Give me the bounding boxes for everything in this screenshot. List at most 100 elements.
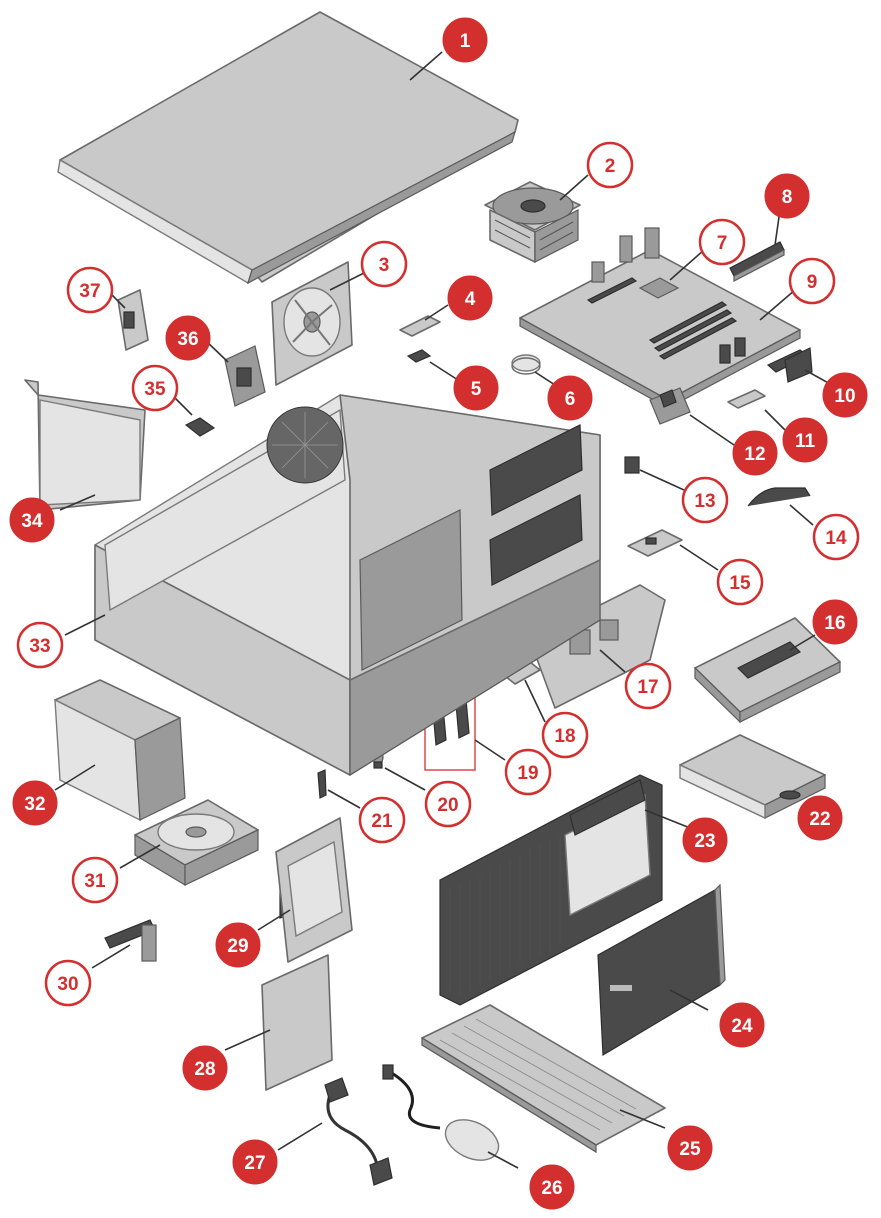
mouse-icon bbox=[382, 1064, 500, 1161]
callout-number: 19 bbox=[517, 763, 538, 784]
callout-number: 2 bbox=[605, 156, 616, 177]
callout-number: 12 bbox=[744, 444, 765, 465]
callout-number: 3 bbox=[379, 255, 390, 276]
power-supply-icon bbox=[54, 679, 186, 822]
callout-badge bbox=[586, 141, 634, 189]
callout-21: 21 bbox=[358, 796, 406, 844]
callout-badge bbox=[182, 1045, 228, 1091]
callout-16: 16 bbox=[812, 599, 858, 645]
front-io-bracket-icon bbox=[529, 584, 666, 709]
coin-battery-icon bbox=[511, 354, 541, 375]
callout-number: 16 bbox=[824, 613, 845, 634]
callout-32: 32 bbox=[12, 780, 58, 826]
callout-badge bbox=[782, 417, 828, 463]
cpu-cooler-icon bbox=[484, 181, 581, 263]
callout-number: 20 bbox=[437, 795, 458, 816]
callout-22: 22 bbox=[797, 795, 843, 841]
callout-badge bbox=[764, 173, 810, 219]
callout-15: 15 bbox=[716, 558, 764, 606]
callout-badge bbox=[424, 780, 472, 828]
bracket-icon bbox=[649, 387, 691, 425]
callout-badge bbox=[44, 959, 92, 1007]
callout-8: 8 bbox=[764, 173, 810, 219]
callout-2: 2 bbox=[586, 141, 634, 189]
callout-number: 4 bbox=[465, 289, 476, 310]
callout-badge bbox=[12, 780, 58, 826]
callout-number: 27 bbox=[244, 1153, 265, 1174]
callout-number: 35 bbox=[144, 379, 166, 400]
callout-13: 13 bbox=[681, 476, 729, 524]
callout-number: 29 bbox=[227, 936, 248, 957]
callout-badge bbox=[232, 1139, 278, 1185]
callout-badge bbox=[215, 922, 261, 968]
optical-drive-icon bbox=[679, 734, 826, 820]
callout-badge bbox=[716, 558, 764, 606]
system-fan-icon bbox=[271, 261, 353, 386]
callout-badge bbox=[358, 796, 406, 844]
callout-number: 24 bbox=[731, 1016, 753, 1037]
callout-number: 34 bbox=[21, 511, 43, 532]
callout-12: 12 bbox=[732, 430, 778, 476]
callout-number: 37 bbox=[79, 281, 100, 302]
callout-badge bbox=[812, 513, 860, 561]
callout-badge bbox=[71, 856, 119, 904]
clip-icon bbox=[624, 456, 640, 474]
callout-4: 4 bbox=[447, 275, 493, 321]
callout-badge bbox=[788, 257, 836, 305]
pci-card-icon bbox=[24, 379, 146, 511]
callout-36: 36 bbox=[165, 315, 211, 361]
callout-badge bbox=[131, 364, 179, 412]
callout-badge bbox=[16, 621, 64, 669]
callout-11: 11 bbox=[782, 417, 828, 463]
front-bezel-icon bbox=[439, 774, 663, 1006]
keyboard-icon bbox=[421, 1004, 666, 1154]
chassis-icon bbox=[94, 394, 601, 777]
screw-icon bbox=[406, 349, 432, 363]
callout-number: 8 bbox=[782, 187, 793, 208]
callout-badge bbox=[453, 365, 499, 411]
hard-drive-icon bbox=[275, 817, 353, 963]
callout-31: 31 bbox=[71, 856, 119, 904]
callout-number: 17 bbox=[637, 677, 658, 698]
memory-module-icon bbox=[729, 241, 785, 282]
callout-number: 5 bbox=[471, 379, 482, 400]
callout-28: 28 bbox=[182, 1045, 228, 1091]
callout-badge bbox=[812, 599, 858, 645]
connector-icon bbox=[766, 347, 813, 383]
wifi-card-icon bbox=[627, 529, 683, 557]
callout-6: 6 bbox=[547, 375, 593, 421]
processor-icon bbox=[638, 277, 680, 299]
callout-5: 5 bbox=[453, 365, 499, 411]
callout-badge bbox=[822, 372, 868, 418]
callout-number: 14 bbox=[825, 528, 847, 549]
callout-number: 9 bbox=[807, 272, 818, 293]
callout-badge bbox=[529, 1164, 575, 1210]
callout-badge bbox=[66, 266, 114, 314]
card-reader-cable-icon bbox=[104, 919, 157, 962]
callout-3: 3 bbox=[360, 240, 408, 288]
clip-icon-21 bbox=[317, 769, 327, 799]
callout-badge bbox=[9, 497, 55, 543]
callout-7: 7 bbox=[698, 218, 746, 266]
callout-33: 33 bbox=[16, 621, 64, 669]
callout-number: 30 bbox=[57, 974, 78, 995]
callout-number: 23 bbox=[694, 831, 715, 852]
callout-29: 29 bbox=[215, 922, 261, 968]
callout-30: 30 bbox=[44, 959, 92, 1007]
callout-number: 26 bbox=[541, 1178, 562, 1199]
callout-badge bbox=[442, 17, 488, 63]
callout-19: 19 bbox=[504, 748, 552, 796]
callout-35: 35 bbox=[131, 364, 179, 412]
callout-badge bbox=[681, 476, 729, 524]
callout-23: 23 bbox=[682, 817, 728, 863]
callout-number: 33 bbox=[29, 636, 50, 657]
callout-number: 6 bbox=[565, 389, 576, 410]
callout-9: 9 bbox=[788, 257, 836, 305]
callout-26: 26 bbox=[529, 1164, 575, 1210]
callout-18: 18 bbox=[541, 711, 589, 759]
callout-number: 18 bbox=[554, 726, 575, 747]
callout-badge bbox=[447, 275, 493, 321]
callout-number: 31 bbox=[84, 871, 106, 892]
callout-badge bbox=[797, 795, 843, 841]
